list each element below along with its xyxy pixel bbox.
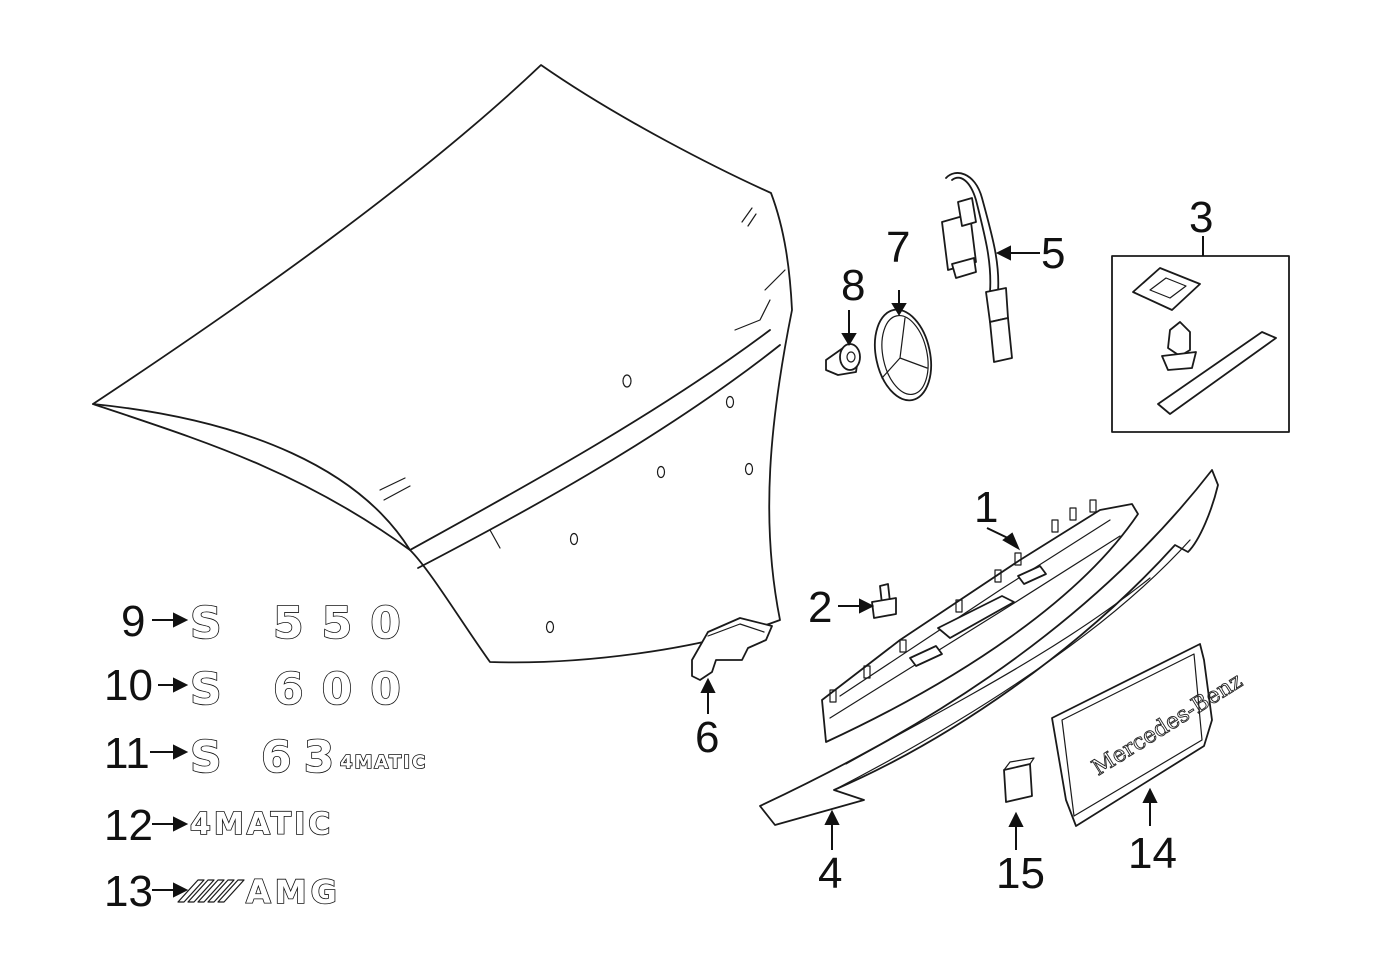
badge-4matic: 4MATIC bbox=[190, 807, 333, 842]
handle-assembly-icon bbox=[821, 499, 1139, 743]
callout-6: 6 bbox=[695, 713, 719, 762]
clip-nut-icon bbox=[1003, 757, 1035, 803]
callout-1: 1 bbox=[974, 483, 998, 532]
callout-2: 2 bbox=[808, 583, 832, 632]
amg-stripes-icon bbox=[177, 879, 245, 903]
callout-7: 7 bbox=[886, 223, 910, 272]
callout-13: 13 bbox=[104, 867, 153, 916]
badge-s550: S 550 bbox=[190, 598, 419, 649]
badge-amg: AMG bbox=[246, 873, 341, 911]
callout-4: 4 bbox=[818, 849, 842, 898]
bracket-icon bbox=[691, 617, 773, 681]
badge-s63-4matic: 4MATIC bbox=[340, 752, 427, 773]
camera-unit-icon bbox=[941, 172, 1013, 363]
callout-10: 10 bbox=[104, 661, 153, 710]
leader-lines bbox=[150, 236, 1204, 898]
callout-5: 5 bbox=[1041, 229, 1065, 278]
trunk-lid bbox=[92, 64, 793, 664]
bolt-icon bbox=[871, 583, 897, 619]
badge-s63: S 63 bbox=[190, 732, 346, 783]
trim-strip-icon bbox=[759, 469, 1219, 826]
grommet-icon bbox=[825, 343, 861, 376]
callout-8: 8 bbox=[841, 261, 865, 310]
callout-14: 14 bbox=[1128, 829, 1177, 878]
repair-kit-icon bbox=[1111, 255, 1290, 433]
callout-15: 15 bbox=[996, 849, 1045, 898]
callout-12: 12 bbox=[104, 801, 153, 850]
mercedes-star-emblem-icon bbox=[874, 308, 932, 402]
callout-3: 3 bbox=[1189, 193, 1213, 242]
callout-numbers: 1 2 3 4 5 6 7 8 9 10 11 12 13 14 15 bbox=[104, 193, 1213, 916]
badges: S 550 S 600 S 63 4MATIC 4MATIC AMG bbox=[177, 597, 427, 912]
callout-9: 9 bbox=[121, 597, 145, 646]
badge-s600: S 600 bbox=[190, 664, 419, 715]
callout-11: 11 bbox=[104, 729, 150, 778]
